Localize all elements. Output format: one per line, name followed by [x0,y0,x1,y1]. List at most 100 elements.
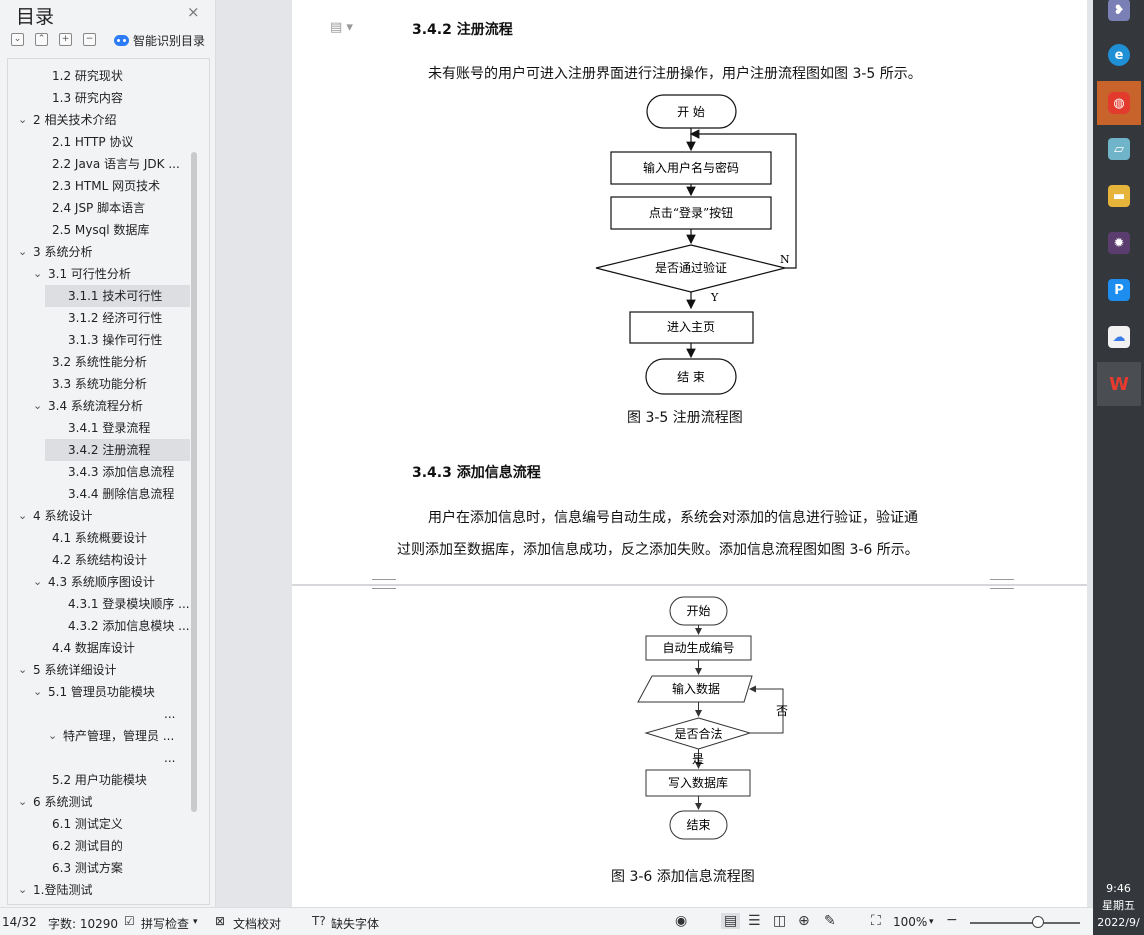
system-clock[interactable]: 9:46 星期五 2022/9/ [1093,880,1144,931]
toc-item[interactable]: 3.2 系统性能分析 [8,351,190,373]
web-view-icon[interactable]: ⊕ [798,913,810,929]
spellcheck-icon: ☑ [124,914,135,928]
toc-item[interactable]: ... [8,747,190,769]
toc-item[interactable]: ⌄3.1 可行性分析 [8,263,190,285]
toc-item-label: 4 系统设计 [33,509,93,523]
feather-app[interactable]: ❥ [1097,0,1141,32]
toc-item[interactable]: 3.4.2 注册流程 [45,439,190,461]
toc-item-label: ... [164,751,176,765]
toc-item-label: 5.1 管理员功能模块 [48,685,155,699]
toc-item[interactable]: 6.2 测试目的 [8,835,190,857]
word-count[interactable]: 字数: 10290 [48,917,119,931]
chat-app[interactable]: ◍ [1097,81,1141,125]
toc-item[interactable]: 4.4 数据库设计 [8,637,190,659]
toc-item-label: 3.4.3 添加信息流程 [68,465,175,479]
toc-item[interactable]: ⌄1.登陆测试 [8,879,190,901]
toc-item[interactable]: 3.1.2 经济可行性 [8,307,190,329]
toc-item[interactable]: 6.3 测试方案 [8,857,190,879]
zoom-level[interactable]: 100% [893,915,928,929]
paragraph-3-4-3-line1: 用户在添加信息时，信息编号自动生成，系统会对添加的信息进行验证，验证通 [428,510,918,526]
toc-item[interactable]: ⌄ 5.1 管理员功能模块 [8,681,190,703]
chat-icon: ◍ [1108,92,1130,114]
zoom-slider-track[interactable] [970,922,1080,924]
toc-item[interactable]: 1.2 研究现状 [8,65,190,87]
toc-item[interactable]: ⌄3 系统分析 [8,241,190,263]
toc-item[interactable]: 3.4.4 删除信息流程 [8,483,190,505]
chevron-down-icon[interactable]: ⌄ [18,663,28,676]
toc-item[interactable]: ⌄4.3 系统顺序图设计 [8,571,190,593]
chevron-down-icon[interactable]: ⌄ [18,113,28,126]
toc-item[interactable]: 5.2 用户功能模块 [8,769,190,791]
write-pen-icon[interactable]: ✎ [824,913,836,929]
chevron-down-icon[interactable]: ⌄ [33,267,43,280]
zoom-dropdown-icon[interactable]: ▾ [929,917,934,927]
chevron-down-icon[interactable]: ⌄ [33,575,43,588]
close-icon[interactable]: × [187,3,200,21]
chevron-down-icon[interactable]: ⌄ [18,245,28,258]
remove-level-icon[interactable]: − [83,33,96,46]
write-db-box [645,769,751,797]
toc-item[interactable]: 4.3.1 登录模块顺序 ... [8,593,190,615]
toc-item[interactable]: 2.2 Java 语言与 JDK ... [8,153,190,175]
toc-scrollbar[interactable] [191,152,197,812]
toc-item[interactable]: 4.1 系统概要设计 [8,527,190,549]
p-app-icon: P [1108,279,1130,301]
toc-item[interactable]: ⌄3.4 系统流程分析 [8,395,190,417]
toc-item[interactable]: ⌄5 系统详细设计 [8,659,190,681]
toc-item[interactable]: ⌄6 系统测试 [8,791,190,813]
toc-item[interactable]: ⌄2 相关技术介绍 [8,109,190,131]
toc-item[interactable]: 3.4.3 添加信息流程 [8,461,190,483]
toc-item[interactable]: 2.4 JSP 脚本语言 [8,197,190,219]
chevron-down-icon[interactable]: ⌄ [18,795,28,808]
page-indicator[interactable]: 14/32 [2,915,37,929]
toc-item[interactable]: 4.2 系统结构设计 [8,549,190,571]
end-terminal [645,358,737,395]
doc-outline-icon[interactable]: ▤ ▾ [330,20,353,35]
smart-toc-button[interactable]: 智能识别目录 [114,31,205,49]
toc-item[interactable]: 6.1 测试定义 [8,813,190,835]
proofread-button[interactable]: 文档校对 [233,917,282,931]
collapse-all-icon[interactable]: ⌄ [11,33,24,46]
toc-item[interactable]: 2.1 HTTP 协议 [8,131,190,153]
toc-item[interactable]: 3.1.1 技术可行性 [45,285,190,307]
toc-item[interactable]: 1.3 研究内容 [8,87,190,109]
missing-font-button[interactable]: 缺失字体 [331,917,380,931]
chevron-down-icon[interactable]: ⌄ [33,685,43,698]
game-app[interactable]: ✹ [1097,221,1141,265]
toc-item-label: 6.3 测试方案 [52,861,123,875]
zoom-slider-thumb[interactable] [1032,916,1044,928]
toc-item[interactable]: ⌄ 4 系统设计 [8,505,190,527]
toc-item[interactable]: 4.3.2 添加信息模块 ... [8,615,190,637]
eye-protect-icon[interactable]: ◉ [675,913,688,929]
p-app[interactable]: P [1097,268,1141,312]
no-label: N [780,253,790,266]
toc-item[interactable]: ... [8,703,190,725]
expand-all-icon[interactable]: ⌃ [35,33,48,46]
chevron-down-icon[interactable]: ⌄ [33,399,43,412]
fit-page-icon[interactable]: ⛶ [871,913,881,929]
spellcheck-dropdown-icon[interactable]: ▾ [193,917,198,927]
add-level-icon[interactable]: + [59,33,72,46]
toc-item[interactable]: 3.4.1 登录流程 [8,417,190,439]
outline-view-icon[interactable]: ☰ [748,913,761,929]
notes-app[interactable]: ▱ [1097,127,1141,171]
page-view-icon[interactable]: ▤ [721,913,741,929]
chevron-down-icon[interactable]: ⌄ [18,883,28,896]
toc-item[interactable]: 3.3 系统功能分析 [8,373,190,395]
cloud-app[interactable]: ☁ [1097,315,1141,359]
spellcheck-button[interactable]: 拼写检查 [141,917,190,931]
toc-item-label: 特产管理，管理员 ... [63,729,175,743]
toc-item[interactable]: 3.1.3 操作可行性 [8,329,190,351]
folder-app[interactable]: ▬ [1097,174,1141,218]
toc-item[interactable]: 2.5 Mysql 数据库 [8,219,190,241]
wps-app[interactable]: W [1097,362,1141,406]
toc-item[interactable]: ⌄ 特产管理，管理员 ... [8,725,190,747]
toc-item[interactable]: 2.3 HTML 网页技术 [8,175,190,197]
zoom-out-icon[interactable]: − [946,912,958,928]
edge-app[interactable]: e [1097,33,1141,77]
chevron-down-icon[interactable]: ⌄ [18,509,28,522]
read-view-icon[interactable]: ◫ [773,913,787,929]
chevron-down-icon[interactable]: ⌄ [48,729,58,742]
write-db-text: 写入数据库 [668,775,728,790]
